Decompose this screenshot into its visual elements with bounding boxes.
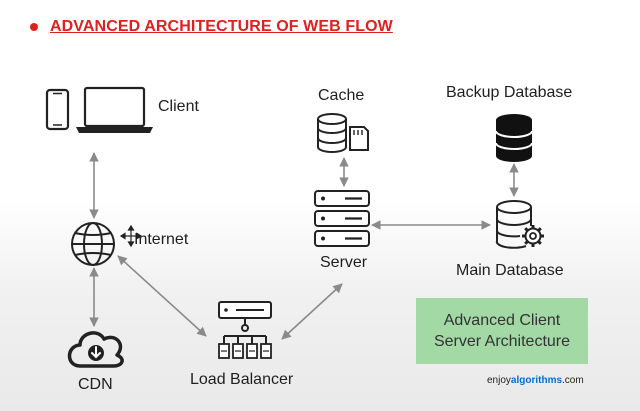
server-icon (314, 190, 370, 247)
backup-database-icon (495, 114, 533, 162)
cdn-label: CDN (78, 376, 113, 393)
gear-icon (522, 225, 544, 247)
architecture-callout: Advanced Client Server Architecture (416, 298, 588, 364)
main-database-icon (495, 200, 532, 249)
load-balancer-icon (218, 301, 272, 359)
cloud-download-icon (67, 331, 124, 368)
internet-label: Internet (134, 231, 189, 248)
title-row: ADVANCED ARCHITECTURE OF WEB FLOW (30, 18, 393, 36)
main-database-label: Main Database (456, 262, 564, 279)
laptop-icon (76, 86, 153, 133)
arrow-load-balancer-server (281, 283, 343, 340)
arrow-internet-load-balancer (117, 255, 207, 337)
title-bullet-icon (30, 23, 38, 31)
phone-icon (45, 88, 70, 131)
load-balancer-label: Load Balancer (190, 371, 294, 388)
brand-watermark: enjoyalgorithms.com (487, 375, 584, 386)
brand-highlight: algorithms (510, 375, 563, 386)
callout-line-1: Advanced Client (443, 312, 561, 329)
brand-suffix: .com (562, 375, 584, 386)
page-title: ADVANCED ARCHITECTURE OF WEB FLOW (50, 18, 393, 35)
globe-icon (71, 222, 115, 266)
cache-label: Cache (318, 87, 365, 104)
server-label: Server (320, 254, 368, 271)
move-cursor-icon (119, 224, 143, 248)
backup-database-label: Backup Database (446, 84, 573, 101)
cache-icon (317, 113, 369, 153)
callout-line-2: Server Architecture (433, 333, 571, 350)
brand-prefix: enjoy (487, 375, 511, 386)
client-label: Client (158, 98, 199, 115)
